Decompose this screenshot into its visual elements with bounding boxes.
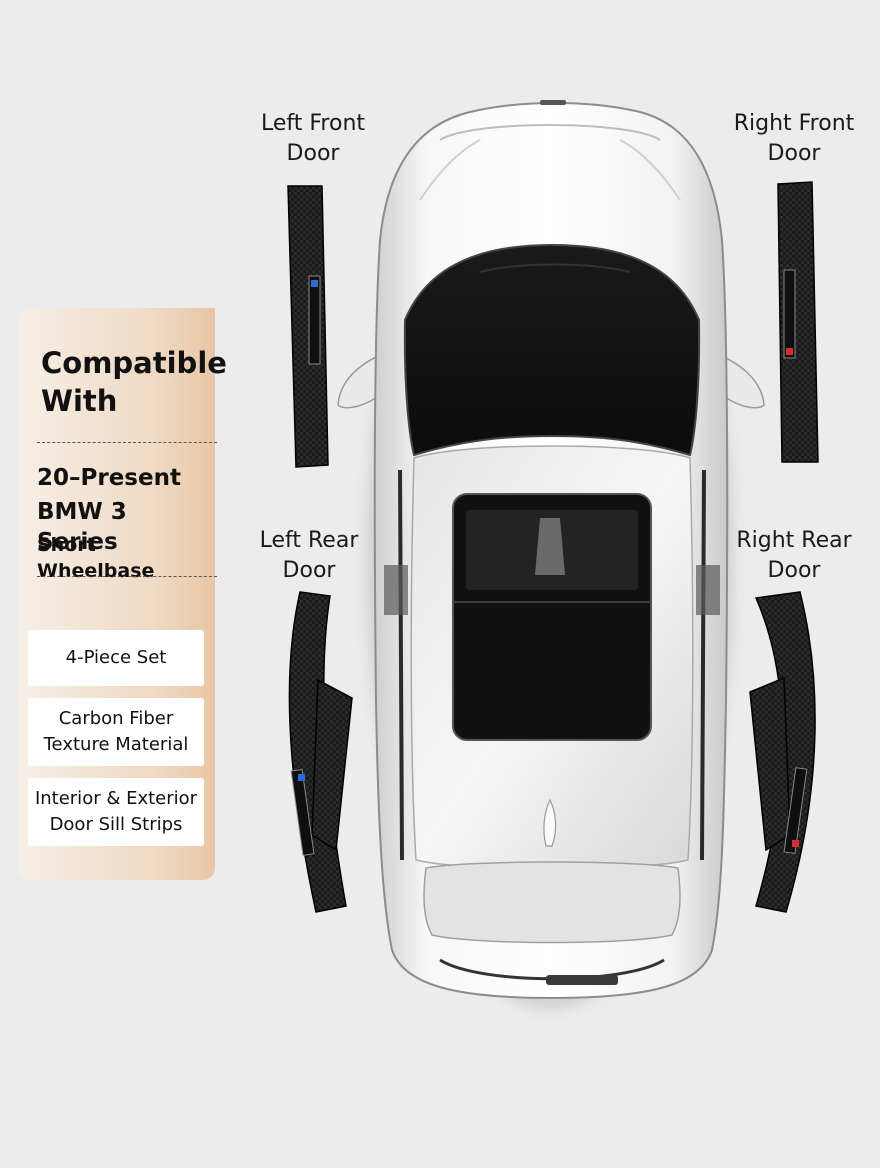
feature-chip-placement: Interior & Exterior Door Sill Strips (28, 778, 204, 846)
right-rear-sill (749, 591, 816, 913)
label-right-rear-door: Right Rear Door (736, 528, 852, 583)
feature-chip-set: 4-Piece Set (28, 630, 204, 686)
label-left-front-door: Left Front Door (260, 111, 366, 166)
feature-label: Carbon Fiber Texture Material (43, 708, 189, 755)
left-rear-sill (288, 591, 353, 913)
left-front-sill (287, 185, 329, 468)
feature-label: 4-Piece Set (65, 647, 167, 668)
label-right-front-door: Right Front Door (733, 111, 855, 166)
right-front-sill (777, 181, 819, 463)
label-left-rear-door: Left Rear Door (259, 528, 359, 583)
model-name: BMW 3 Series (37, 499, 127, 555)
feature-label: Interior & Exterior Door Sill Strips (34, 788, 198, 835)
divider (37, 442, 217, 443)
compatibility-panel: Compatible With 20–Present BMW 3 Series … (19, 308, 227, 880)
feature-chip-material: Carbon Fiber Texture Material (28, 698, 204, 766)
panel-title: Compatible With (41, 346, 227, 418)
divider (37, 576, 217, 577)
model-years: 20–Present (37, 465, 181, 491)
